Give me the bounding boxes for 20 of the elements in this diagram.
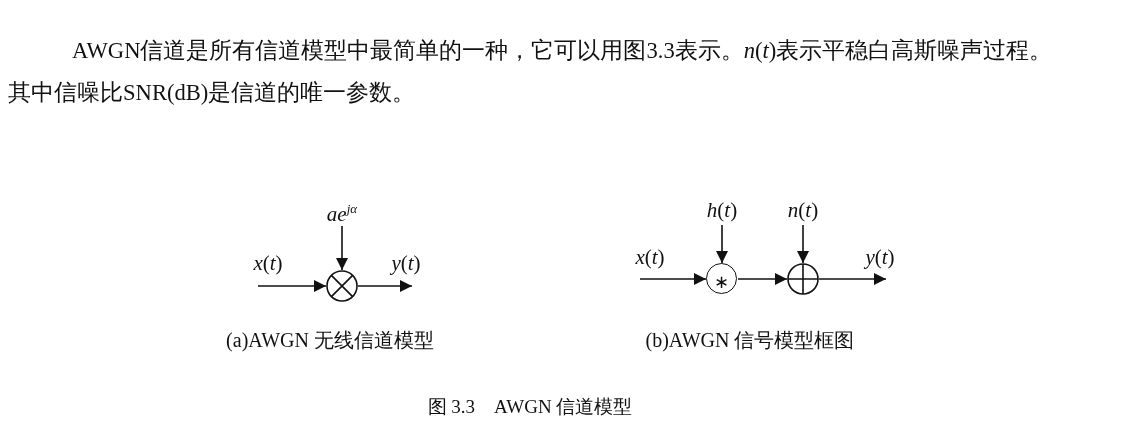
subfigure-caption: (b)AWGN 信号模型框图 [645,327,855,354]
arrow [797,224,809,264]
figure-caption: 图 3.3 AWGN 信道模型 [427,395,633,419]
arrow [357,280,413,292]
signal-label: ae$^{jα}$ [326,196,358,226]
signal-label: x(t) [253,251,283,275]
signal-label: x(t) [635,245,665,269]
arrow [716,224,728,264]
signal-label: n(t) [787,198,819,222]
arrow [737,273,788,285]
arrow [336,225,348,271]
paragraph: AWGN信道是所有信道模型中最简单的一种，它可以用图3.3表示。n(t)表示平稳白高斯噪声过程。其中信噪比SNR(dB)是信道的唯一参数。 [8,37,1054,107]
arrow [818,273,887,285]
signal-label: y(t) [391,251,421,275]
signal-label: y(t) [865,245,895,269]
convolution-circle: ∗ [706,263,737,294]
arrow [639,273,707,285]
signal-label: h(t) [706,198,738,222]
subfigure-caption: (a)AWGN 无线信道模型 [226,327,434,354]
arrow [257,280,327,292]
